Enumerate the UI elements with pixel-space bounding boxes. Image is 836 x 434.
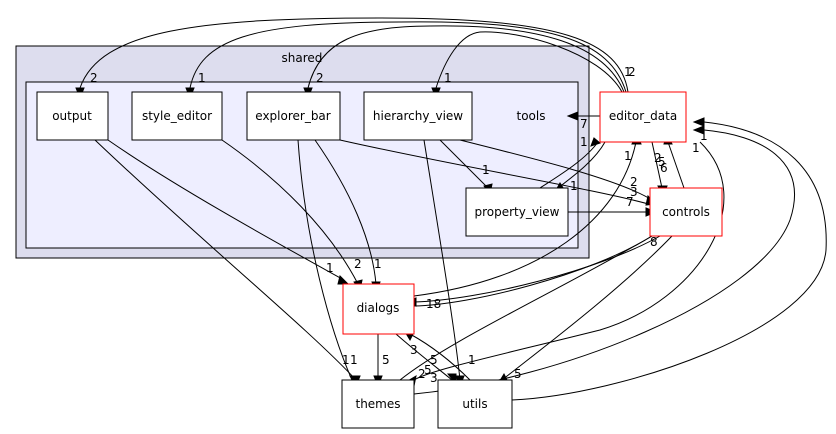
node-editor-data[interactable]: editor_data: [599, 91, 687, 143]
edge-property-view-editor-data: [539, 141, 599, 189]
edge-hierarchy-view-controls: [459, 139, 653, 201]
edge-label: 2: [418, 367, 426, 381]
edge-label: 2: [654, 151, 662, 165]
edge-label: 1: [444, 71, 452, 85]
node-output[interactable]: output: [36, 91, 109, 141]
node-themes[interactable]: themes: [341, 379, 415, 429]
edge-editor-data-hierarchy-view: [435, 31, 623, 93]
edge-themes-editor-data: [413, 129, 795, 395]
edge-label: 1: [570, 179, 578, 193]
edge-label: 3: [410, 343, 418, 357]
edge-output-themes: [94, 139, 357, 381]
node-hierarchy-view-label: hierarchy_view: [373, 109, 463, 123]
node-property-view-label: property_view: [474, 205, 559, 219]
edge-label: 5: [382, 353, 390, 367]
edge-controls-dialogs: [413, 235, 661, 303]
edge-label: 5: [424, 363, 432, 377]
node-controls-label: controls: [662, 205, 710, 219]
edge-label: 6: [660, 161, 668, 175]
edge-label: 1: [350, 353, 358, 367]
edge-label: 1: [624, 65, 632, 79]
edge-label-group: 2 1 2 1 1 2 7 1 1 1 2 5 6 1 2 3 7 8 1 2 …: [90, 65, 708, 385]
edge-dialogs-utils: [395, 333, 453, 381]
node-style-editor-label: style_editor: [142, 109, 212, 123]
edge-label: 1: [482, 163, 490, 177]
edge-editor-data-controls: [651, 141, 663, 189]
edge-editor-data-output: [79, 17, 629, 93]
cluster-shared-label: shared: [282, 51, 323, 65]
edge-label: 2: [354, 257, 362, 271]
edge-label: 1: [198, 71, 206, 85]
node-explorer-bar-label: explorer_bar: [255, 109, 331, 123]
node-themes-label: themes: [355, 397, 400, 411]
edge-label: 2: [630, 175, 638, 189]
edge-output-dialogs: [107, 139, 345, 281]
edge-controls-themes: [399, 235, 653, 381]
node-style-editor[interactable]: style_editor: [131, 91, 223, 141]
edge-hierarchy-view-utils: [423, 139, 461, 381]
node-utils-label: utils: [462, 397, 487, 411]
edge-label: 1: [468, 353, 476, 367]
edge-label: 18: [426, 297, 441, 311]
edge-style-editor-dialogs: [221, 139, 359, 285]
edge-label: 8: [650, 235, 658, 249]
edge-label: 1: [692, 141, 700, 155]
edge-utils-editor-data: [511, 121, 827, 401]
node-utils[interactable]: utils: [437, 379, 513, 429]
edge-lines: [79, 17, 827, 401]
edge-label: 5: [658, 155, 666, 169]
edge-editor-data-themes: [413, 141, 725, 381]
edge-label: 7: [580, 117, 588, 131]
cluster-tools-label[interactable]: tools: [517, 109, 546, 123]
edge-label: 7: [626, 195, 634, 209]
edge-label: 1: [624, 149, 632, 163]
edge-utils-dialogs: [409, 333, 471, 381]
edge-label: 1: [580, 135, 588, 149]
node-property-view[interactable]: property_view: [465, 187, 569, 237]
edge-label: 2: [628, 65, 636, 79]
edge-explorer-bar-themes: [297, 139, 353, 381]
edge-editor-data-style-editor: [189, 21, 627, 93]
edge-explorer-bar-dialogs: [314, 139, 377, 285]
node-controls[interactable]: controls: [649, 187, 723, 237]
edge-label: 1: [700, 129, 708, 143]
edge-hierarchy-view-property-view: [439, 139, 489, 189]
edge-label: 5: [514, 367, 522, 381]
edge-label: 1: [342, 353, 350, 367]
edge-label: 2: [90, 71, 98, 85]
edge-explorer-bar-controls: [339, 139, 653, 206]
edge-editor-data-property-view: [557, 141, 606, 189]
edge-controls-editor-data: [667, 141, 685, 189]
edge-controls-utils: [501, 235, 673, 381]
node-hierarchy-view[interactable]: hierarchy_view: [363, 91, 473, 141]
edge-label: 3: [630, 185, 638, 199]
node-output-label: output: [52, 109, 92, 123]
edge-label: 1: [374, 257, 382, 271]
edge-dialogs-editor-data: [413, 141, 637, 297]
edge-label: 2: [316, 71, 324, 85]
edge-editor-data-explorer-bar: [307, 25, 625, 93]
node-explorer-bar[interactable]: explorer_bar: [246, 91, 341, 141]
edge-label: 3: [430, 371, 438, 385]
edge-label: 5: [430, 353, 438, 367]
node-dialogs-label: dialogs: [357, 301, 400, 315]
edge-label: 1: [326, 261, 334, 275]
node-editor-data-label: editor_data: [609, 109, 677, 123]
node-dialogs[interactable]: dialogs: [342, 283, 415, 335]
